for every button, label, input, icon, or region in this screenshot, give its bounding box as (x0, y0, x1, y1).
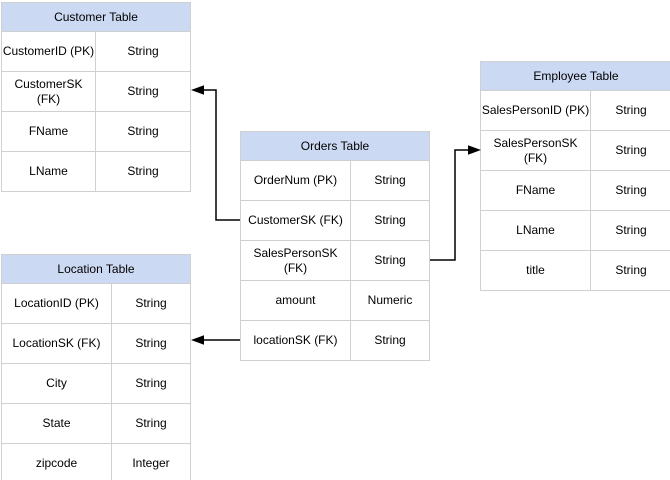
type-cell: String (351, 240, 429, 280)
type-cell: String (591, 250, 670, 290)
type-cell: String (112, 323, 190, 363)
field-cell: LocationSK (FK) (2, 323, 112, 363)
type-cell: Numeric (351, 280, 429, 320)
field-cell: LName (481, 210, 591, 250)
type-cell: String (351, 320, 429, 360)
customer-table-title: Customer Table (2, 3, 190, 31)
employee-table-title: Employee Table (481, 62, 670, 90)
type-cell: String (96, 151, 190, 191)
type-cell: String (96, 31, 190, 71)
field-cell: CustomerID (PK) (2, 31, 96, 71)
type-cell: String (96, 71, 190, 111)
field-cell: OrderNum (PK) (241, 160, 351, 200)
type-cell: String (591, 130, 670, 170)
type-cell: String (96, 111, 190, 151)
field-cell: zipcode (2, 443, 112, 480)
employee-table: Employee Table SalesPersonID (PK) String… (480, 61, 670, 291)
field-cell: CustomerSK (FK) (241, 200, 351, 240)
type-cell: String (351, 160, 429, 200)
location-table-title: Location Table (2, 255, 190, 283)
orders-table-title: Orders Table (241, 132, 429, 160)
field-cell: LocationID (PK) (2, 283, 112, 323)
type-cell: String (351, 200, 429, 240)
field-cell: amount (241, 280, 351, 320)
field-cell: State (2, 403, 112, 443)
type-cell: String (591, 170, 670, 210)
field-cell: LName (2, 151, 96, 191)
relationship-arrow-orders-to-employee (430, 145, 481, 261)
field-cell: SalesPersonSK (FK) (481, 130, 591, 170)
type-cell: String (112, 363, 190, 403)
relationship-arrow-orders-to-location (191, 335, 240, 345)
orders-table: Orders Table OrderNum (PK) String Custom… (240, 131, 430, 361)
type-cell: Integer (112, 443, 190, 480)
field-cell: SalesPersonSK (FK) (241, 240, 351, 280)
field-cell: SalesPersonID (PK) (481, 90, 591, 130)
field-cell: FName (2, 111, 96, 151)
location-table: Location Table LocationID (PK) String Lo… (1, 254, 191, 480)
field-cell: FName (481, 170, 591, 210)
field-cell: locationSK (FK) (241, 320, 351, 360)
relationship-arrow-orders-to-customer (191, 85, 240, 221)
field-cell: City (2, 363, 112, 403)
field-cell: CustomerSK (FK) (2, 71, 96, 111)
type-cell: String (591, 90, 670, 130)
type-cell: String (112, 283, 190, 323)
type-cell: String (112, 403, 190, 443)
customer-table: Customer Table CustomerID (PK) String Cu… (1, 2, 191, 192)
field-cell: title (481, 250, 591, 290)
type-cell: String (591, 210, 670, 250)
